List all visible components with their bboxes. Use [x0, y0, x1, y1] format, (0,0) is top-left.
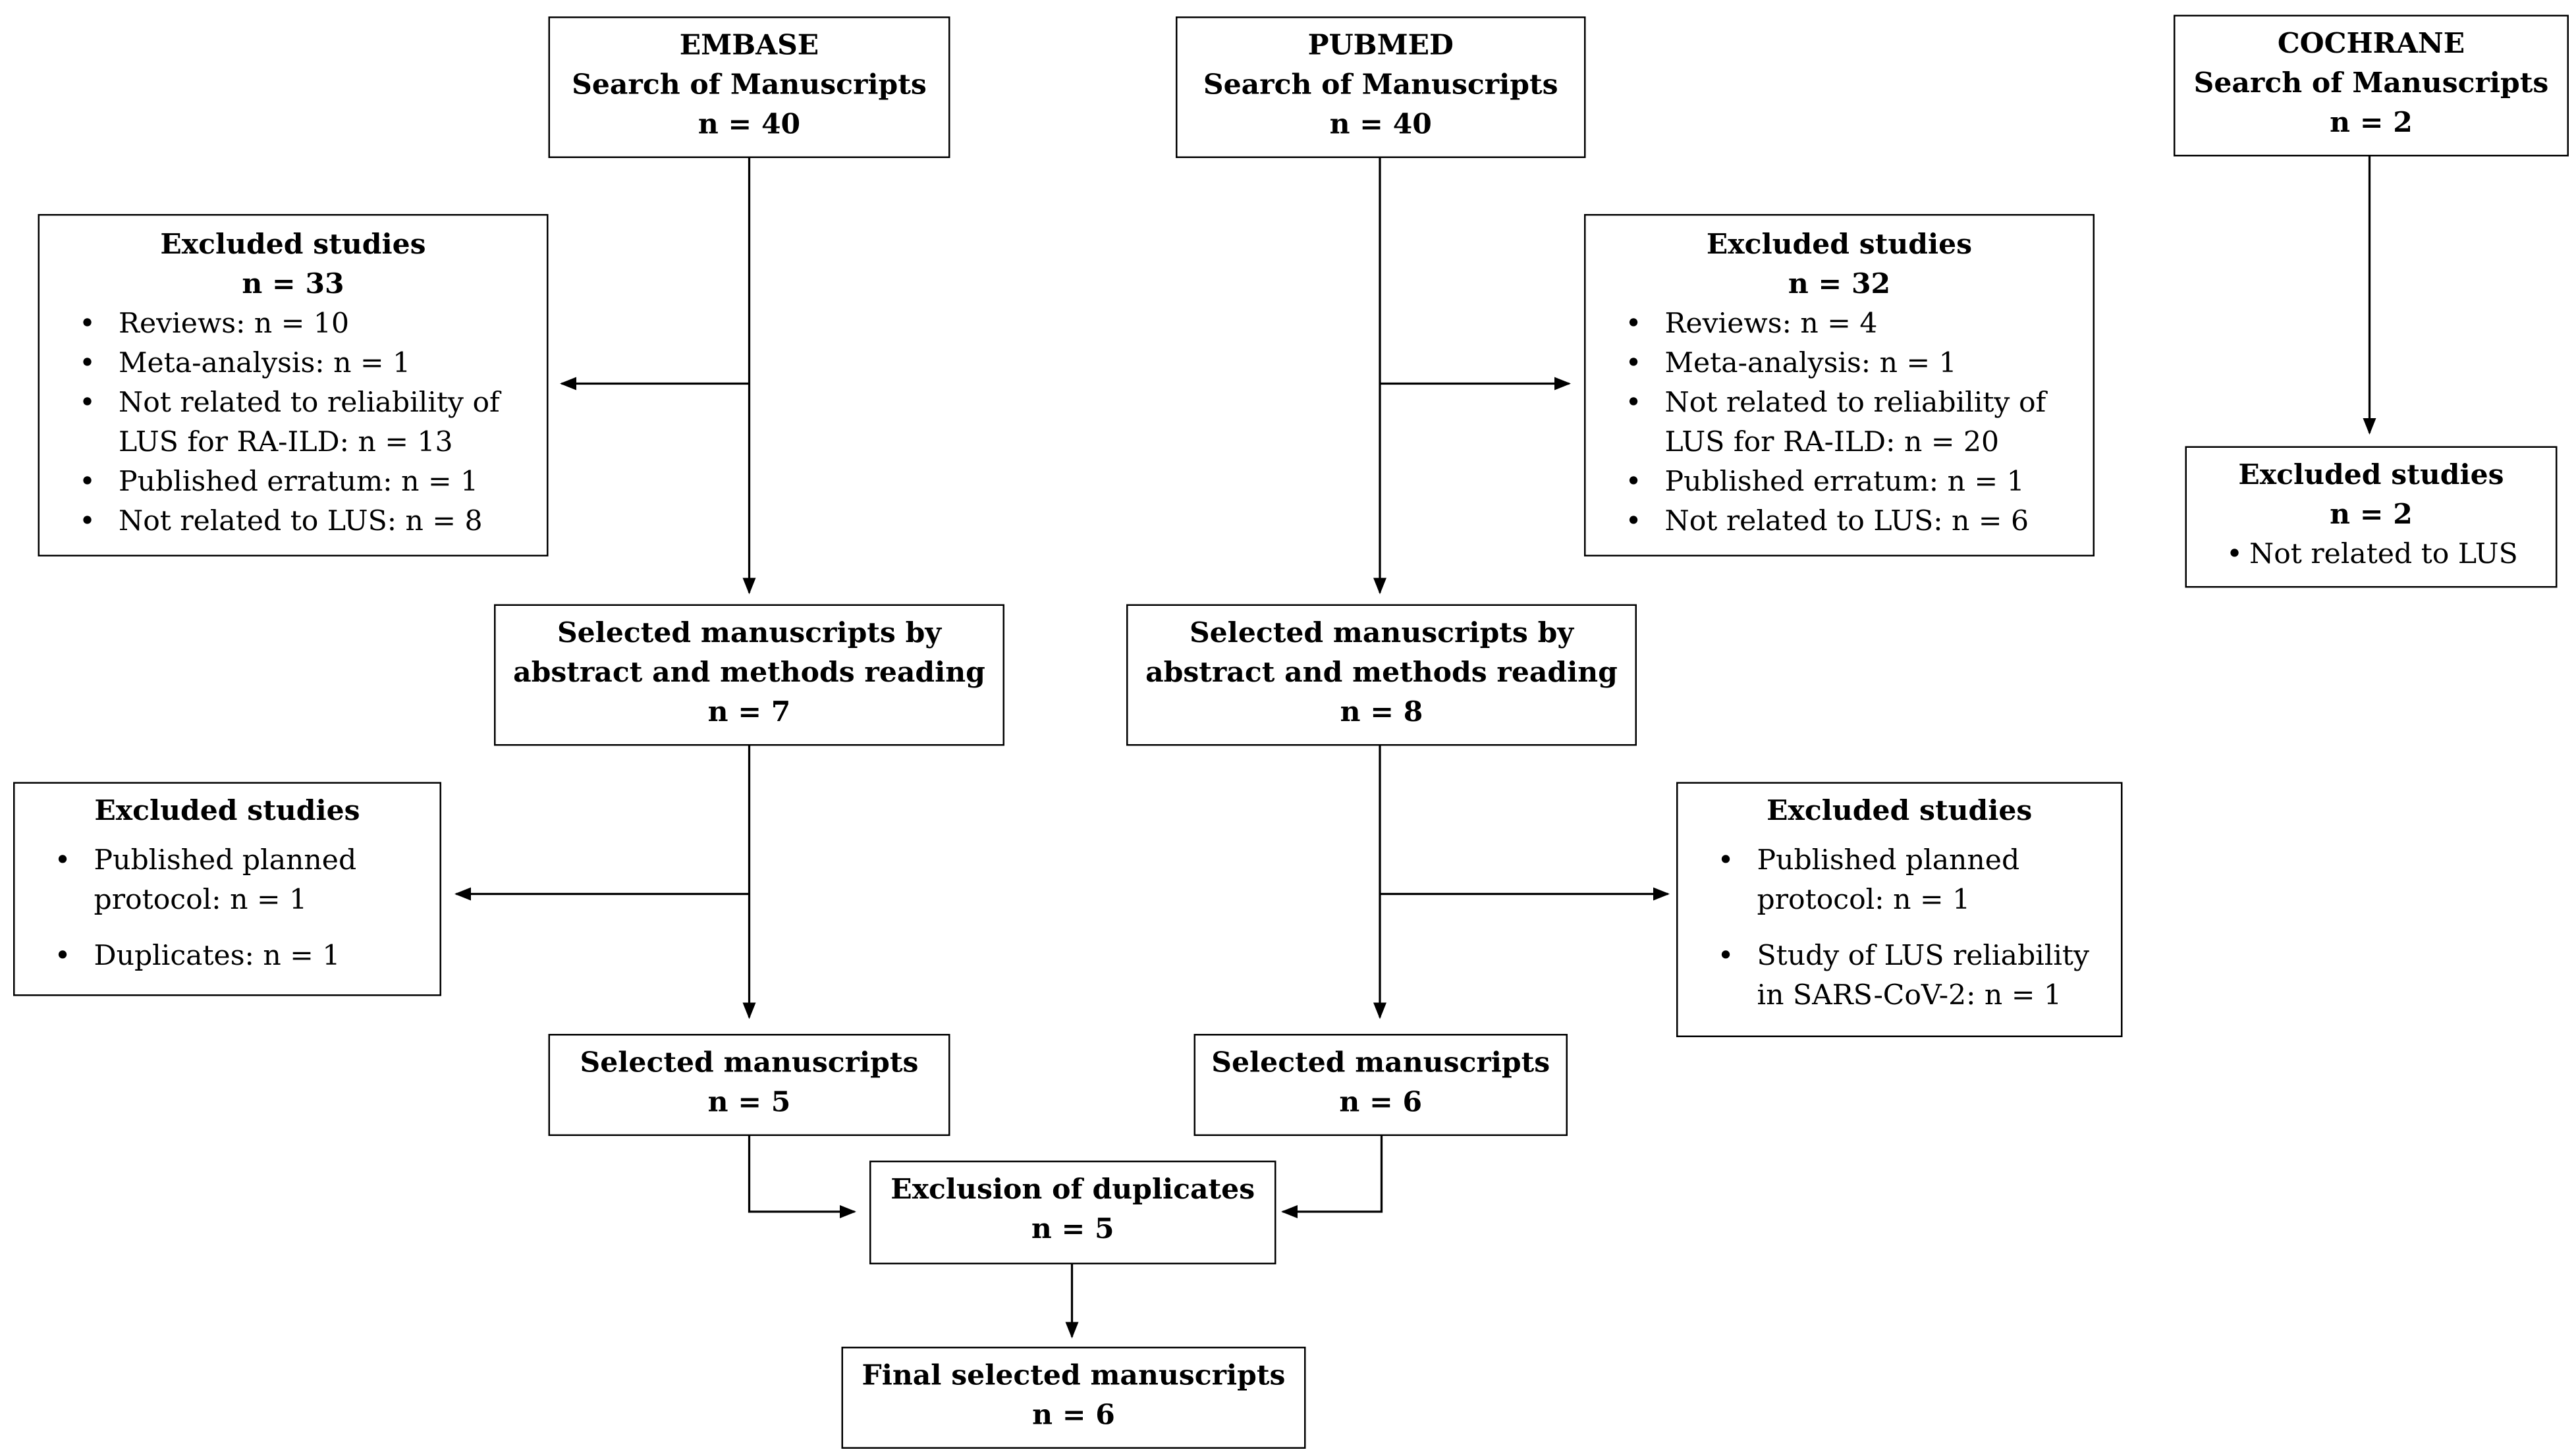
pubmed-title: PUBMED [1307, 30, 1454, 63]
list-item: Not related to reliability of LUS for RA… [40, 384, 547, 463]
embase-excluded2-box: Excluded studies Published planned proto… [13, 782, 441, 996]
list-item: Not related to LUS: n = 6 [1586, 502, 2093, 542]
list-item: Meta-analysis: n = 1 [40, 344, 547, 384]
pubmed-selected-box: Selected manuscripts n = 6 [1193, 1034, 1568, 1136]
pubmed-excluded-list: Reviews: n = 4 Meta-analysis: n = 1 Not … [1586, 305, 2093, 542]
cochrane-excluded-count: n = 2 [2330, 499, 2413, 532]
pubmed-excluded2-title: Excluded studies [1767, 795, 2033, 828]
embase-abstract-count: n = 7 [707, 696, 791, 730]
final-title: Final selected manuscripts [862, 1360, 1286, 1393]
pubmed-abstract-line1: Selected manuscripts by [1189, 617, 1574, 651]
pubmed-count: n = 40 [1329, 109, 1432, 142]
pubmed-excluded-box: Excluded studies n = 32 Reviews: n = 4 M… [1584, 214, 2095, 556]
embase-excluded2-title: Excluded studies [94, 795, 360, 828]
list-item: Reviews: n = 4 [1586, 305, 2093, 344]
duplicates-box: Exclusion of duplicates n = 5 [869, 1160, 1276, 1264]
cochrane-subtitle: Search of Manuscripts [2193, 67, 2549, 101]
pubmed-excluded-title: Excluded studies [1706, 229, 1973, 262]
embase-abstract-line1: Selected manuscripts by [557, 617, 942, 651]
duplicates-title: Exclusion of duplicates [891, 1173, 1255, 1207]
embase-abstract-line2: abstract and methods reading [513, 657, 985, 690]
pubmed-selected-title: Selected manuscripts [1211, 1047, 1550, 1080]
embase-title: EMBASE [679, 30, 819, 63]
embase-excluded-box: Excluded studies n = 33 Reviews: n = 10 … [38, 214, 549, 556]
cochrane-excluded-title: Excluded studies [2238, 459, 2504, 493]
final-count: n = 6 [1032, 1399, 1115, 1432]
duplicates-count: n = 5 [1031, 1213, 1114, 1247]
list-item: Not related to LUS [2187, 535, 2556, 575]
embase-excluded-title: Excluded studies [160, 229, 426, 262]
embase-search-box: EMBASE Search of Manuscripts n = 40 [548, 16, 950, 158]
list-item: Published planned protocol: n = 1 [1678, 842, 2122, 921]
list-item: Published planned protocol: n = 1 [15, 842, 440, 921]
cochrane-title: COCHRANE [2277, 28, 2465, 61]
embase-count: n = 40 [698, 109, 801, 142]
pubmed-subtitle: Search of Manuscripts [1203, 69, 1558, 102]
embase-subtitle: Search of Manuscripts [572, 69, 927, 102]
pubmed-search-box: PUBMED Search of Manuscripts n = 40 [1176, 16, 1586, 158]
embase-abstract-box: Selected manuscripts by abstract and met… [494, 604, 1004, 746]
pubmed-abstract-line2: abstract and methods reading [1145, 657, 1618, 690]
list-item: Meta-analysis: n = 1 [1586, 344, 2093, 384]
arrow-embase-selected-to-duplicates [748, 1134, 856, 1218]
embase-selected-title: Selected manuscripts [580, 1047, 919, 1080]
list-item: Duplicates: n = 1 [15, 937, 440, 977]
cochrane-excluded-box: Excluded studies n = 2 Not related to LU… [2185, 446, 2558, 588]
pubmed-excluded2-list: Published planned protocol: n = 1 Study … [1678, 842, 2122, 1016]
embase-selected-box: Selected manuscripts n = 5 [548, 1034, 950, 1136]
pubmed-abstract-box: Selected manuscripts by abstract and met… [1126, 604, 1637, 746]
final-box: Final selected manuscripts n = 6 [841, 1347, 1306, 1449]
list-item: Reviews: n = 10 [40, 305, 547, 344]
cochrane-search-box: COCHRANE Search of Manuscripts n = 2 [2174, 14, 2569, 157]
pubmed-excluded2-box: Excluded studies Published planned proto… [1676, 782, 2123, 1037]
embase-excluded-count: n = 33 [242, 268, 344, 302]
pubmed-abstract-count: n = 8 [1340, 696, 1423, 730]
cochrane-count: n = 2 [2330, 107, 2413, 140]
embase-selected-count: n = 5 [707, 1087, 791, 1119]
embase-excluded2-list: Published planned protocol: n = 1 Duplic… [15, 842, 440, 977]
list-item: Published erratum: n = 1 [40, 463, 547, 502]
list-item: Study of LUS reliability in SARS-CoV-2: … [1678, 937, 2122, 1016]
pubmed-selected-count: n = 6 [1339, 1087, 1423, 1119]
pubmed-excluded-count: n = 32 [1788, 268, 1891, 302]
cochrane-excluded-list: Not related to LUS [2187, 535, 2556, 575]
list-item: Not related to LUS: n = 8 [40, 502, 547, 542]
list-item: Published erratum: n = 1 [1586, 463, 2093, 502]
embase-excluded-list: Reviews: n = 10 Meta-analysis: n = 1 Not… [40, 305, 547, 542]
list-item: Not related to reliability of LUS for RA… [1586, 384, 2093, 463]
arrow-pubmed-selected-to-duplicates [1281, 1134, 1383, 1218]
